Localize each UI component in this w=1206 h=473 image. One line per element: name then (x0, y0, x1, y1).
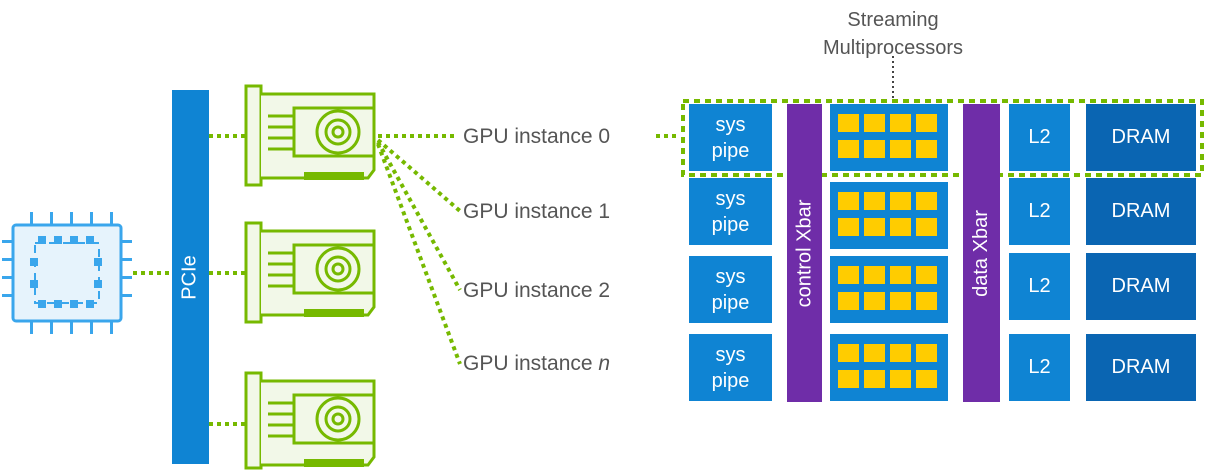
sm-cell (890, 344, 911, 362)
sm-cell (838, 114, 859, 132)
gpu-instance-connector (376, 143, 462, 365)
gpu-instance-connector (376, 141, 462, 291)
gpu-instance-label-1: GPU instance 1 (463, 200, 611, 223)
sm-cell (838, 140, 859, 158)
sm-cell (864, 292, 885, 310)
dram-box: DRAM (1086, 334, 1196, 401)
sm-cell (864, 140, 885, 158)
sm-cell (916, 292, 937, 310)
sm-cell (864, 218, 885, 236)
pcie-label: PCIe (179, 254, 201, 300)
gpu-instance-label-2: GPU instance 2 (463, 279, 611, 302)
sm-cell (916, 140, 937, 158)
sm-grid (830, 256, 948, 323)
sm-cell (838, 292, 859, 310)
control-xbar: control Xbar (787, 104, 822, 402)
sm-cell (838, 266, 859, 284)
sm-grid (830, 104, 948, 171)
sm-grid (830, 182, 948, 249)
gpu-card-icon (244, 84, 376, 187)
gpu-instance-label-0: GPU instance 0 (463, 125, 611, 148)
sm-cell (916, 370, 937, 388)
sm-cell (864, 370, 885, 388)
l2-cache-box: L2 (1009, 104, 1070, 171)
sm-cell (864, 192, 885, 210)
sm-cell (890, 370, 911, 388)
gpu-instance-id: n (598, 352, 611, 375)
dram-box: DRAM (1086, 104, 1196, 171)
sm-cell (864, 344, 885, 362)
sm-cell (890, 292, 911, 310)
l2-cache-box: L2 (1009, 253, 1070, 320)
sm-cell (838, 344, 859, 362)
l2-cache-box: L2 (1009, 178, 1070, 245)
control-xbar-label: control Xbar (793, 199, 815, 307)
sm-grid (830, 334, 948, 401)
cpu-chip-icon (2, 212, 132, 334)
sm-cell (916, 218, 937, 236)
streaming-multiprocessors-label: Streaming Multiprocessors (822, 9, 964, 59)
gpu-instance-connector (376, 138, 462, 213)
gpu-instance-id: 0 (598, 125, 611, 148)
data-xbar: data Xbar (963, 104, 1000, 402)
sys-pipe-box: sys pipe (689, 104, 772, 171)
l2-cache-box: L2 (1009, 334, 1070, 401)
sm-cell (916, 344, 937, 362)
sm-cell (838, 218, 859, 236)
sm-cell (838, 192, 859, 210)
sys-pipe-box: sys pipe (689, 334, 772, 401)
gpu-instance-id: 2 (598, 279, 611, 302)
sm-cell (864, 266, 885, 284)
pcie-bus: PCIe (172, 90, 209, 464)
gpu-instance-label-n: GPU instance n (463, 352, 611, 375)
gpu-card-icon (244, 371, 376, 470)
sm-cell (890, 140, 911, 158)
sys-pipe-box: sys pipe (689, 178, 772, 245)
sm-cell (838, 370, 859, 388)
sm-cell (890, 218, 911, 236)
sm-cell (890, 114, 911, 132)
gpu-instance-id: 1 (598, 200, 611, 223)
sm-cell (890, 266, 911, 284)
gpu-instance-0-highlight (681, 99, 1204, 177)
sys-pipe-box: sys pipe (689, 256, 772, 323)
dram-box: DRAM (1086, 178, 1196, 245)
sm-cell (890, 192, 911, 210)
data-xbar-label: data Xbar (970, 209, 993, 297)
gpu-card-icon (244, 221, 376, 324)
dram-box: DRAM (1086, 253, 1196, 320)
sm-cell (916, 192, 937, 210)
sm-cell (916, 266, 937, 284)
sm-cell (916, 114, 937, 132)
sm-cell (864, 114, 885, 132)
